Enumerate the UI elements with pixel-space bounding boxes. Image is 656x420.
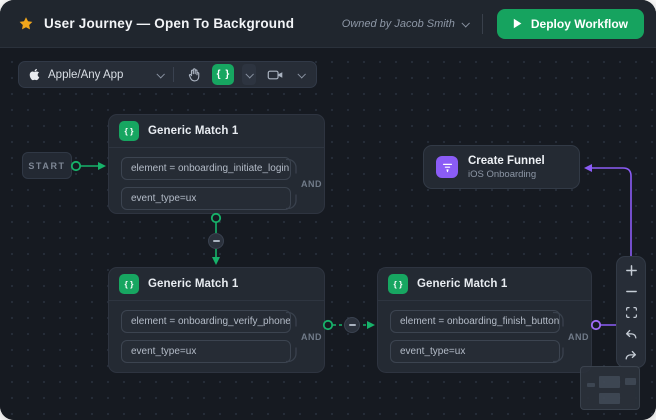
output-port: [590, 319, 602, 331]
and-label: AND: [301, 332, 322, 342]
toolbar-divider: [173, 67, 175, 82]
braces-icon: { }: [119, 274, 139, 294]
canvas-toolbar: Apple/Any App { }: [18, 61, 318, 88]
minus-icon: [348, 324, 356, 326]
minimap-node: [599, 393, 620, 404]
node-subtitle: iOS Onboarding: [468, 168, 537, 180]
node-title: Generic Match 1: [148, 278, 239, 290]
recorder-tool-chevron[interactable]: [294, 64, 308, 85]
undo-button[interactable]: [622, 325, 640, 341]
braces-icon: { }: [216, 69, 231, 80]
condition-field[interactable]: event_type=ux: [390, 340, 560, 363]
braces-icon: { }: [388, 274, 408, 294]
condition-field[interactable]: event_type=ux: [121, 187, 291, 210]
output-port: [70, 160, 82, 172]
pan-tool-button[interactable]: [182, 64, 204, 85]
fit-view-button[interactable]: [622, 304, 640, 320]
zoom-out-button[interactable]: [622, 283, 640, 299]
zoom-controls: [616, 256, 646, 368]
star-icon[interactable]: [18, 16, 34, 32]
chevron-down-icon: [297, 69, 307, 79]
owner-label: Owned by Jacob Smith: [341, 17, 455, 30]
and-bracket: [553, 311, 564, 363]
minimap-node: [625, 378, 636, 385]
node-title: Create Funnel: [468, 154, 545, 167]
and-bracket: [286, 311, 297, 363]
chevron-down-icon: [245, 69, 255, 79]
node-title: Generic Match 1: [417, 278, 508, 290]
hand-icon: [186, 67, 201, 82]
condition-field[interactable]: element = onboarding_initiate_login: [121, 157, 291, 180]
condition-field[interactable]: element = onboarding_finish_button: [390, 310, 560, 333]
node-body: element = onboarding_verify_phone event_…: [109, 301, 324, 363]
video-camera-icon: [267, 68, 284, 82]
app-selector[interactable]: Apple/Any App: [27, 68, 166, 81]
deploy-workflow-label: Deploy Workflow: [530, 16, 628, 31]
header-bar: User Journey — Open To Background Owned …: [0, 0, 656, 48]
node-header: { } Generic Match 1: [109, 268, 324, 301]
header-divider: [481, 13, 483, 34]
minus-icon: [212, 240, 220, 242]
match-tool-chevron[interactable]: [242, 64, 257, 85]
start-node[interactable]: START: [22, 152, 72, 179]
node-header: { } Generic Match 1: [109, 115, 324, 148]
deploy-workflow-button[interactable]: Deploy Workflow: [496, 8, 644, 39]
and-label: AND: [568, 332, 589, 342]
redo-button[interactable]: [622, 346, 640, 362]
output-port: [322, 319, 334, 331]
apple-icon: [29, 68, 40, 81]
app-selector-label: Apple/Any App: [48, 68, 124, 81]
condition-field[interactable]: element = onboarding_verify_phone: [121, 310, 291, 333]
and-connector: AND: [286, 311, 322, 363]
remove-edge-button[interactable]: [208, 233, 224, 249]
zoom-in-button[interactable]: [622, 262, 640, 278]
owner-dropdown[interactable]: Owned by Jacob Smith: [341, 17, 470, 30]
node-body: element = onboarding_initiate_login even…: [109, 148, 324, 210]
minimap-node: [587, 383, 595, 387]
condition-field[interactable]: event_type=ux: [121, 340, 291, 363]
node-title: Generic Match 1: [148, 125, 239, 137]
output-port: [210, 212, 222, 224]
chevron-down-icon: [156, 69, 166, 79]
page-title: User Journey — Open To Background: [44, 16, 295, 31]
recorder-tool-button[interactable]: [264, 64, 286, 85]
minimap-node: [599, 376, 620, 388]
node-body: element = onboarding_finish_button event…: [378, 301, 591, 363]
minimap[interactable]: [580, 366, 640, 410]
node-generic-match-2[interactable]: { } Generic Match 1 element = onboarding…: [108, 267, 325, 373]
play-icon: [513, 18, 522, 29]
chevron-down-icon: [461, 18, 470, 28]
node-generic-match-1[interactable]: { } Generic Match 1 element = onboarding…: [108, 114, 325, 214]
funnel-icon: [436, 156, 458, 178]
node-generic-match-3[interactable]: { } Generic Match 1 element = onboarding…: [377, 267, 592, 373]
remove-edge-button[interactable]: [344, 317, 360, 333]
braces-icon: { }: [119, 121, 139, 141]
node-create-funnel[interactable]: Create Funnel iOS Onboarding: [423, 145, 580, 189]
and-connector: AND: [286, 158, 322, 210]
match-tool-button[interactable]: { }: [212, 64, 235, 85]
start-label: START: [28, 160, 66, 171]
and-label: AND: [301, 179, 322, 189]
and-bracket: [286, 158, 297, 210]
workflow-canvas[interactable]: Apple/Any App { }: [0, 48, 656, 420]
node-header: { } Generic Match 1: [378, 268, 591, 301]
and-connector: AND: [553, 311, 589, 363]
